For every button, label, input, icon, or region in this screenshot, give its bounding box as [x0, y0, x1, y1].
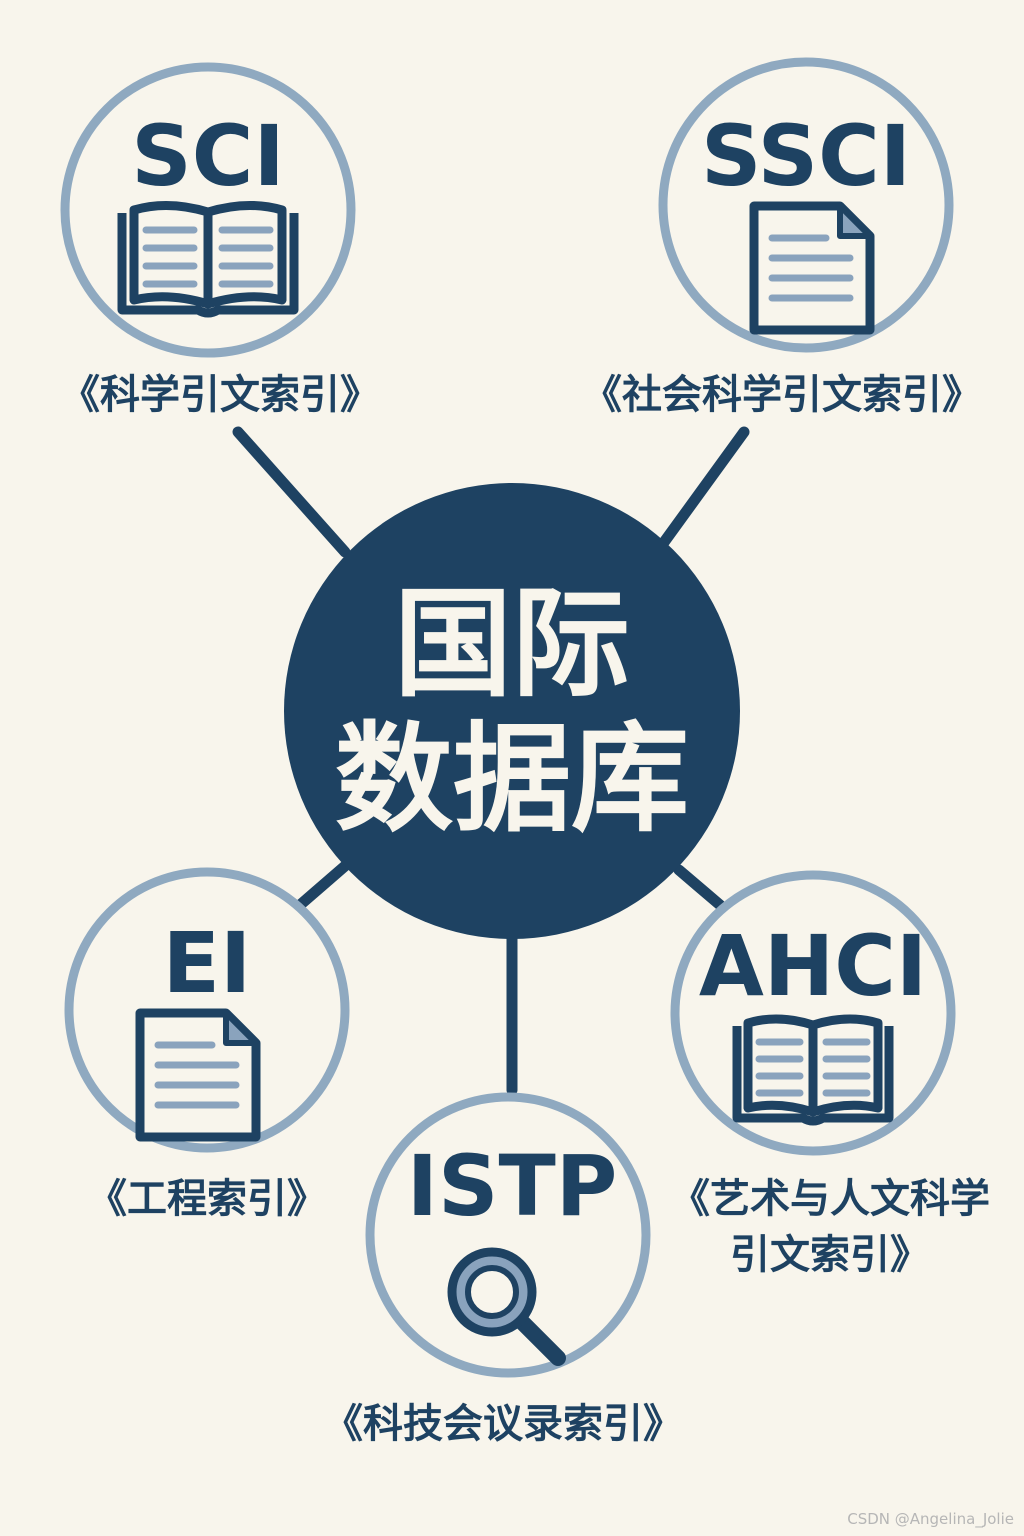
node-ei: EI 《工程索引》	[64, 867, 350, 1222]
center-title-line1: 国际	[394, 575, 630, 713]
istp-label: 《科技会议录索引》	[323, 1401, 683, 1447]
book-icon	[117, 200, 299, 318]
node-sci: SCI 《科学引文索引》	[60, 62, 380, 418]
ahci-label-line2: 引文索引》	[730, 1232, 930, 1278]
sci-label: 《科学引文索引》	[60, 372, 380, 418]
ssci-label: 《社会科学引文索引》	[582, 372, 982, 418]
center-circle	[284, 483, 740, 939]
document-icon	[749, 201, 875, 335]
connector-ei	[294, 860, 351, 911]
book-icon	[732, 1014, 894, 1126]
magnifier-icon	[447, 1247, 566, 1366]
ahci-code: AHCI	[699, 917, 927, 1015]
node-ahci: AHCI 《艺术与人文科学 引文索引》	[670, 870, 990, 1278]
center-node: 国际 数据库	[284, 483, 740, 939]
ssci-code: SSCI	[701, 107, 911, 205]
ahci-label-line1: 《艺术与人文科学	[670, 1176, 990, 1222]
document-icon	[135, 1008, 261, 1142]
center-title-line2: 数据库	[335, 710, 689, 848]
istp-code: ISTP	[407, 1137, 618, 1235]
ei-code: EI	[163, 914, 252, 1012]
connectors	[232, 426, 750, 1096]
credit-watermark: CSDN @Angelina_Jolie	[847, 1510, 1014, 1529]
node-ssci: SSCI 《社会科学引文索引》	[582, 57, 982, 418]
sci-code: SCI	[131, 107, 284, 205]
connector-sci	[232, 426, 351, 558]
connector-ssci	[656, 426, 750, 551]
connector-ahci	[673, 864, 726, 911]
ei-label: 《工程索引》	[87, 1176, 327, 1222]
istp-ring	[365, 1092, 651, 1378]
node-istp: ISTP 《科技会议录索引》	[323, 1092, 683, 1447]
